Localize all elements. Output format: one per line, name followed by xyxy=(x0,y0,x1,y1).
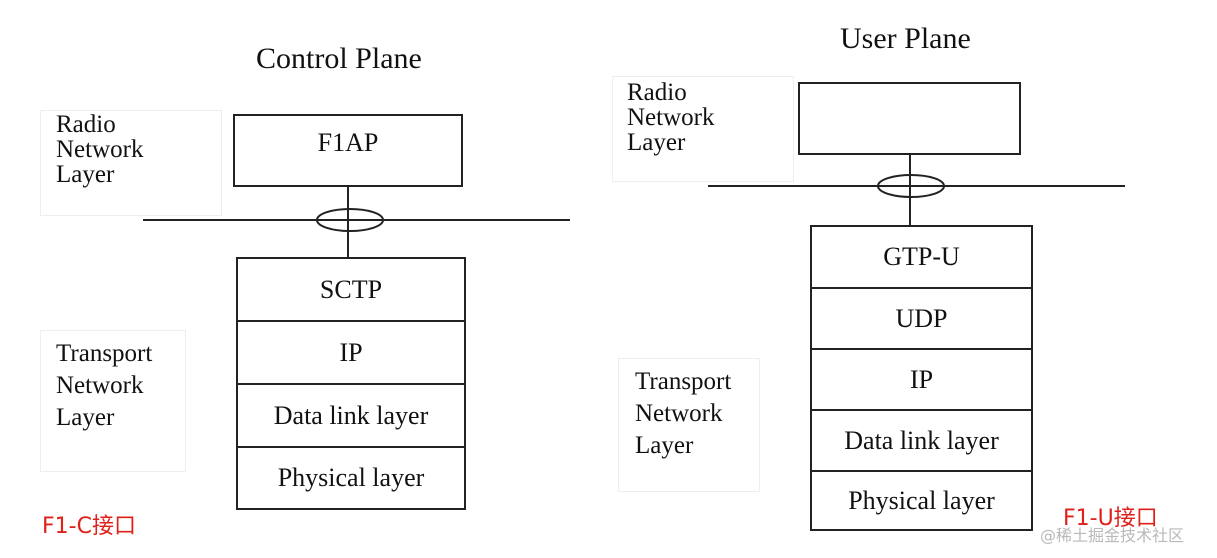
cp-f1ap-box: F1AP xyxy=(233,114,463,187)
up-radio-label-panel xyxy=(612,76,794,182)
up-stack-udp: UDP xyxy=(812,289,1031,350)
cp-transport-stack: SCTP IP Data link layer Physical layer xyxy=(236,257,466,510)
up-transport-network-layer-label: Transport Network Layer xyxy=(635,368,732,459)
up-stack-ip: IP xyxy=(812,350,1031,411)
up-transport-stack: GTP-U UDP IP Data link layer Physical la… xyxy=(810,225,1033,531)
up-stack-gtp-u: GTP-U xyxy=(812,227,1031,289)
watermark-text: @稀土掘金技术社区 xyxy=(1040,526,1185,545)
cp-radio-network-layer-label: Radio Network Layer xyxy=(56,111,144,188)
control-plane-title: Control Plane xyxy=(256,42,422,75)
up-protocol-box xyxy=(798,82,1021,155)
cp-transport-network-layer-label: Transport Network Layer xyxy=(56,340,153,431)
cp-stack-physical: Physical layer xyxy=(277,463,425,492)
up-interface-ellipse xyxy=(877,174,945,198)
cp-interface-ellipse xyxy=(316,208,384,232)
up-radio-network-layer-label: Radio Network Layer xyxy=(627,79,715,156)
cp-stack-sctp: SCTP xyxy=(238,259,464,322)
cp-radio-label-panel xyxy=(40,110,222,216)
cp-stack-ip: IP xyxy=(238,322,464,385)
up-stack-data-link: Data link layer xyxy=(812,411,1031,472)
cp-transport-label-panel xyxy=(40,330,186,472)
f1-u-interface-caption: F1-U接口 xyxy=(1063,506,1158,531)
user-plane-title: User Plane xyxy=(840,22,971,55)
up-stack-physical: Physical layer xyxy=(848,485,995,515)
f1-c-interface-caption: F1-C接口 xyxy=(42,514,136,539)
up-transport-label-panel xyxy=(618,358,760,492)
cp-stack-data-link: Data link layer xyxy=(238,385,464,448)
